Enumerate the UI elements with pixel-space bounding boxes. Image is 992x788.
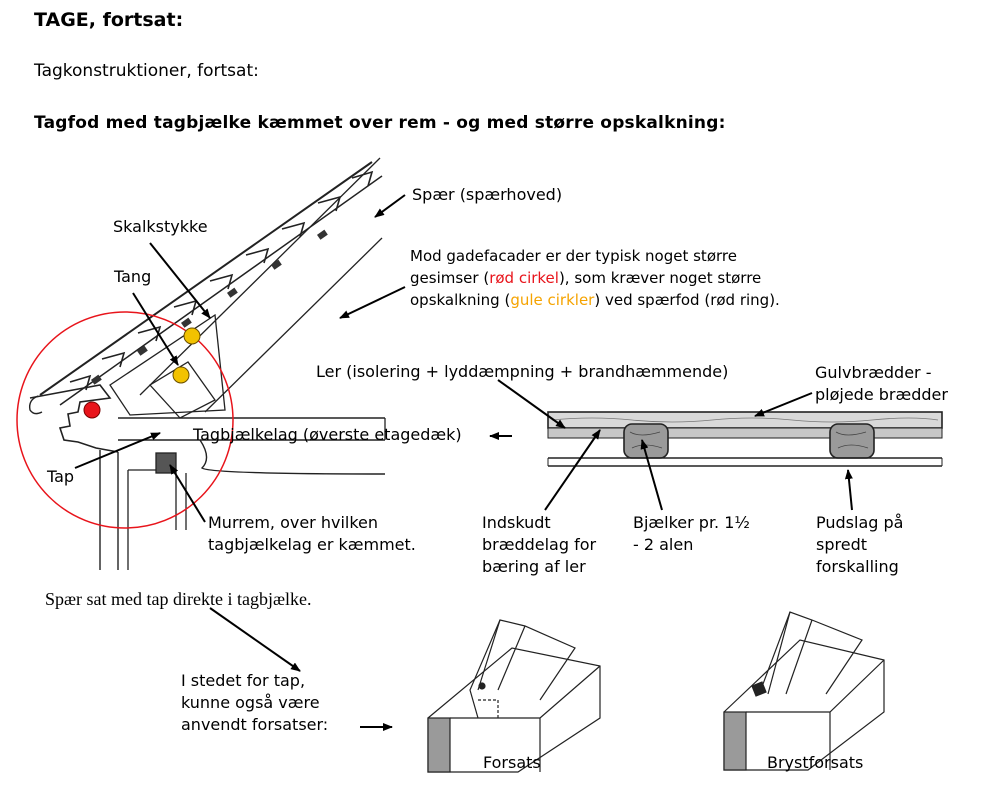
label-skalkstykke: Skalkstykke [113, 217, 208, 236]
note-text: opskalkning ( [410, 291, 511, 309]
section-heading: Tagfod med tagbjælke kæmmet over rem - o… [34, 113, 726, 133]
label-spaer-tap: Spær sat med tap direkte i tagbjælke. [45, 589, 312, 609]
note-orange-text: gule cirkler [510, 291, 595, 309]
label-indskudt-line1: Indskudt [482, 513, 551, 532]
page-title: TAGE, fortsat: [34, 9, 184, 31]
label-tang: Tang [114, 267, 152, 286]
label-pudslag-line1: Pudslag på [816, 513, 904, 532]
label-murrem-line2: tagbjælkelag er kæmmet. [208, 535, 416, 554]
label-istedet-line3: anvendt forsatser: [181, 715, 329, 734]
pointer-arrows [74, 194, 853, 731]
label-pudslag-line2: spredt [816, 535, 867, 554]
yellow-circle-marker [183, 327, 201, 345]
label-istedet-line1: I stedet for tap, [181, 671, 306, 690]
label-spaer: Spær (spærhoved) [412, 185, 563, 204]
label-tap: Tap [47, 467, 75, 486]
note-text: ), som kræver noget større [558, 269, 762, 287]
label-ler: Ler (isolering + lyddæmpning + brandhæmm… [316, 362, 729, 381]
label-pudslag-line3: forskalling [816, 557, 899, 576]
label-bjaelker-line1: Bjælker pr. 1½ [633, 513, 750, 532]
note-text: gesimser ( [410, 269, 490, 287]
label-indskudt-line3: bæring af ler [482, 557, 586, 576]
label-istedet-line2: kunne også være [181, 693, 320, 712]
label-forsats: Forsats [483, 753, 541, 772]
brystforsats-drawing [723, 611, 885, 771]
label-gulv-line1: Gulvbrædder - [815, 363, 932, 382]
floor-section-drawing [547, 411, 943, 467]
red-circle-marker [83, 401, 101, 419]
forsats-drawing [427, 619, 601, 773]
page-subtitle: Tagkonstruktioner, fortsat: [34, 61, 259, 81]
note-line1: Mod gadefacader er der typisk noget stør… [410, 247, 737, 265]
label-tagbjaelkelag: Tagbjælkelag (øverste etagedæk) [193, 425, 462, 444]
roof-eave-drawing [28, 157, 386, 570]
label-brystforsats: Brystforsats [767, 753, 864, 772]
label-murrem-line1: Murrem, over hvilken [208, 513, 379, 532]
yellow-circle-marker [172, 366, 190, 384]
note-text: ) ved spærfod (rød ring). [594, 291, 780, 309]
note-red-text: rød cirkel [489, 269, 559, 287]
spaerfod-ring [16, 311, 234, 529]
note-line2: gesimser (rød cirkel), som kræver noget … [410, 268, 761, 289]
label-gulv-line2: pløjede brædder [815, 385, 948, 404]
note-line3: opskalkning (gule cirkler) ved spærfod (… [410, 290, 780, 311]
label-indskudt-line2: bræddelag for [482, 535, 597, 554]
label-bjaelker-line2: - 2 alen [633, 535, 694, 554]
